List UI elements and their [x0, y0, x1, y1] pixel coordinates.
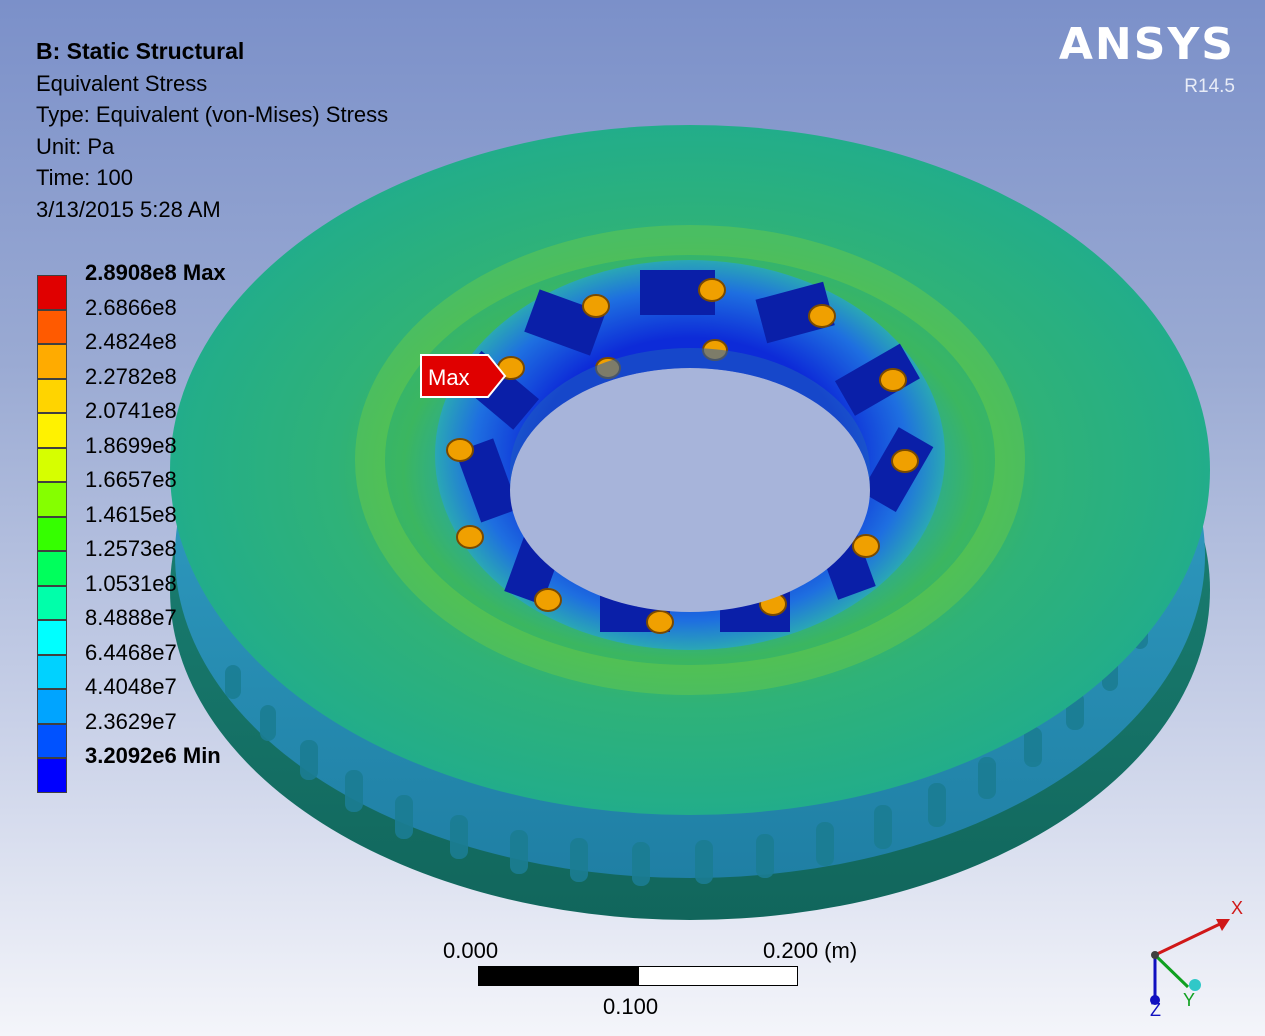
triad-x-label: X	[1231, 898, 1244, 918]
legend-value-label: 2.3629e7	[85, 708, 177, 734]
legend-value-label: 8.4888e7	[85, 605, 177, 630]
legend-color-band	[37, 516, 67, 551]
legend-color-band	[37, 620, 67, 655]
legend-value-label: 1.6657e8	[85, 467, 177, 492]
legend-value-label: 2.6866e8	[85, 294, 177, 320]
legend-color-band	[37, 413, 67, 448]
scale-bar	[478, 966, 798, 986]
legend-color-band	[37, 551, 67, 586]
legend-color-band	[37, 275, 67, 310]
result-type: Type: Equivalent (von-Mises) Stress	[36, 102, 389, 128]
brand-name: ANSYS	[1058, 19, 1235, 70]
brand-version: R14.5	[1184, 76, 1235, 97]
legend-value-label: 2.8908e8 Max	[85, 260, 226, 285]
legend-value-label: 2.2782e8	[85, 363, 177, 389]
result-info: B: Static Structural Equivalent Stress T…	[36, 36, 388, 226]
ansys-logo: ANSYS R14.5	[1059, 22, 1235, 98]
stress-halo	[355, 225, 1025, 695]
result-date: 3/13/2015 5:28 AM	[36, 196, 221, 222]
legend-color-band	[37, 378, 67, 413]
scale-middle-label: 0.100	[603, 994, 659, 1019]
legend-color-band	[37, 447, 67, 482]
legend-value-label: 3.2092e6 Min	[85, 743, 221, 768]
legend-color-band	[37, 482, 67, 517]
legend-value-label: 1.2573e8	[85, 536, 177, 561]
bore-inner-wall	[510, 348, 870, 490]
triad-y-label: Y	[1183, 990, 1196, 1010]
legend-color-band	[37, 309, 67, 344]
max-probe-label[interactable]: Max	[420, 354, 510, 398]
bolt-holes	[446, 278, 919, 634]
axis-triad[interactable]	[1140, 895, 1250, 1015]
scale-bar-black	[478, 966, 638, 986]
legend-value-label: 1.0531e8	[85, 570, 177, 596]
legend-color-band	[37, 344, 67, 379]
triad-z-label: Z	[1150, 1000, 1161, 1020]
scale-bar-white	[638, 966, 798, 986]
center-bore	[510, 368, 870, 612]
legend-value-label: 6.4468e7	[85, 639, 177, 665]
result-time: Time: 100	[36, 165, 134, 191]
result-name: Equivalent Stress	[36, 70, 208, 96]
result-unit: Unit: Pa	[36, 133, 115, 159]
legend-value-label: 2.0741e8	[85, 398, 177, 423]
legend-color-band	[37, 585, 67, 620]
max-probe-text: Max	[428, 365, 470, 390]
legend-value-label: 4.4048e7	[85, 674, 177, 699]
legend-color-band	[37, 758, 67, 793]
analysis-system: B: Static Structural	[36, 38, 245, 64]
legend-value-label: 2.4824e8	[85, 329, 177, 354]
scale-left-label: 0.000	[443, 938, 499, 963]
legend-color-band	[37, 654, 67, 689]
legend-color-band	[37, 723, 67, 758]
legend-value-label: 1.4615e8	[85, 501, 177, 527]
scale-right-label: 0.200 (m)	[763, 938, 858, 963]
cooling-vanes	[225, 572, 1170, 886]
legend-color-band	[37, 689, 67, 724]
legend-value-label: 1.8699e8	[85, 432, 177, 458]
